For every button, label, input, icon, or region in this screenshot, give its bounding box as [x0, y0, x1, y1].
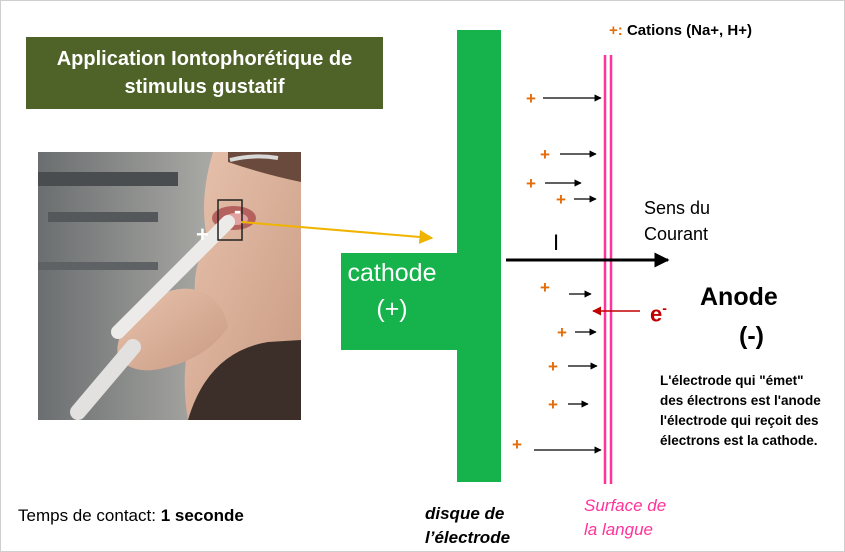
cation-legend: +: Cations (Na+, H+)	[609, 22, 752, 39]
cation-marker: +	[540, 278, 550, 297]
pointer-arrow	[240, 221, 434, 244]
background-rail-2	[38, 262, 158, 270]
iontophoresis-photo: + -	[38, 152, 301, 420]
electron-symbol: e	[650, 301, 663, 327]
legend-text: Cations (Na+, H+)	[626, 22, 752, 39]
contact-time-label: Temps de contact:	[18, 506, 161, 525]
cation-marker: +	[526, 174, 536, 193]
surface-line-1: Surface de	[584, 496, 667, 515]
electrode-disc-label: disque de l’électrode	[425, 502, 510, 550]
title-box: Application Iontophorétique de stimulus …	[26, 37, 383, 109]
explanation-line: électrons est la cathode.	[660, 433, 818, 448]
cation-marker: +	[526, 89, 536, 108]
background-rail	[48, 212, 158, 222]
contact-time: Temps de contact: 1 seconde	[18, 506, 244, 526]
explanation-line: L'électrode qui "émet"	[660, 373, 804, 388]
surface-line-2: la langue	[584, 520, 654, 539]
cation-marker: +	[548, 395, 558, 414]
cation-marker: +	[557, 323, 567, 342]
cation-marker: +	[548, 357, 558, 376]
anode-label: Anode	[700, 283, 778, 311]
contact-time-value: 1 seconde	[160, 506, 244, 525]
hair	[228, 152, 301, 182]
current-symbol: I	[553, 230, 560, 255]
title-line-2: stimulus gustatif	[124, 76, 285, 98]
pen-cable	[70, 339, 141, 420]
background-beam	[38, 172, 178, 186]
glasses-frame	[229, 154, 279, 162]
sens-line-1: Sens du	[644, 198, 711, 218]
photo-minus-mark: -	[234, 198, 241, 223]
cation-marker: +	[556, 190, 566, 209]
electrode-highlight-box	[217, 199, 243, 241]
current-direction-label: Sens du Courant	[644, 195, 710, 247]
dark-clothing	[188, 340, 301, 420]
electron-charge: -	[662, 300, 667, 316]
cathode-block	[341, 253, 461, 350]
tongue-surface-label: Surface de la langue	[584, 494, 666, 542]
photo-illustration: + -	[38, 152, 301, 420]
cation-marker: +	[540, 145, 550, 164]
photo-plus-mark: +	[196, 222, 209, 247]
cation-group: + + + + + + + + +	[512, 89, 602, 454]
electrode-disc-bar	[457, 30, 501, 482]
legend-plus-symbol: +:	[609, 22, 623, 39]
electrode-pen	[111, 215, 235, 339]
explanation-line: des électrons est l'anode	[660, 393, 821, 408]
disc-line-2: l’électrode	[425, 528, 511, 547]
disc-line-1: disque de	[425, 504, 505, 523]
explanation-line: l'électrode qui reçoit des	[660, 413, 819, 428]
electron-label: e-	[650, 300, 667, 327]
anode-sign: (-)	[739, 322, 764, 350]
cation-marker: +	[512, 435, 522, 454]
title-line-1: Application Iontophorétique de	[56, 48, 353, 70]
electrode-explanation: L'électrode qui "émet" des électrons est…	[660, 371, 821, 451]
sens-line-2: Courant	[644, 224, 709, 244]
